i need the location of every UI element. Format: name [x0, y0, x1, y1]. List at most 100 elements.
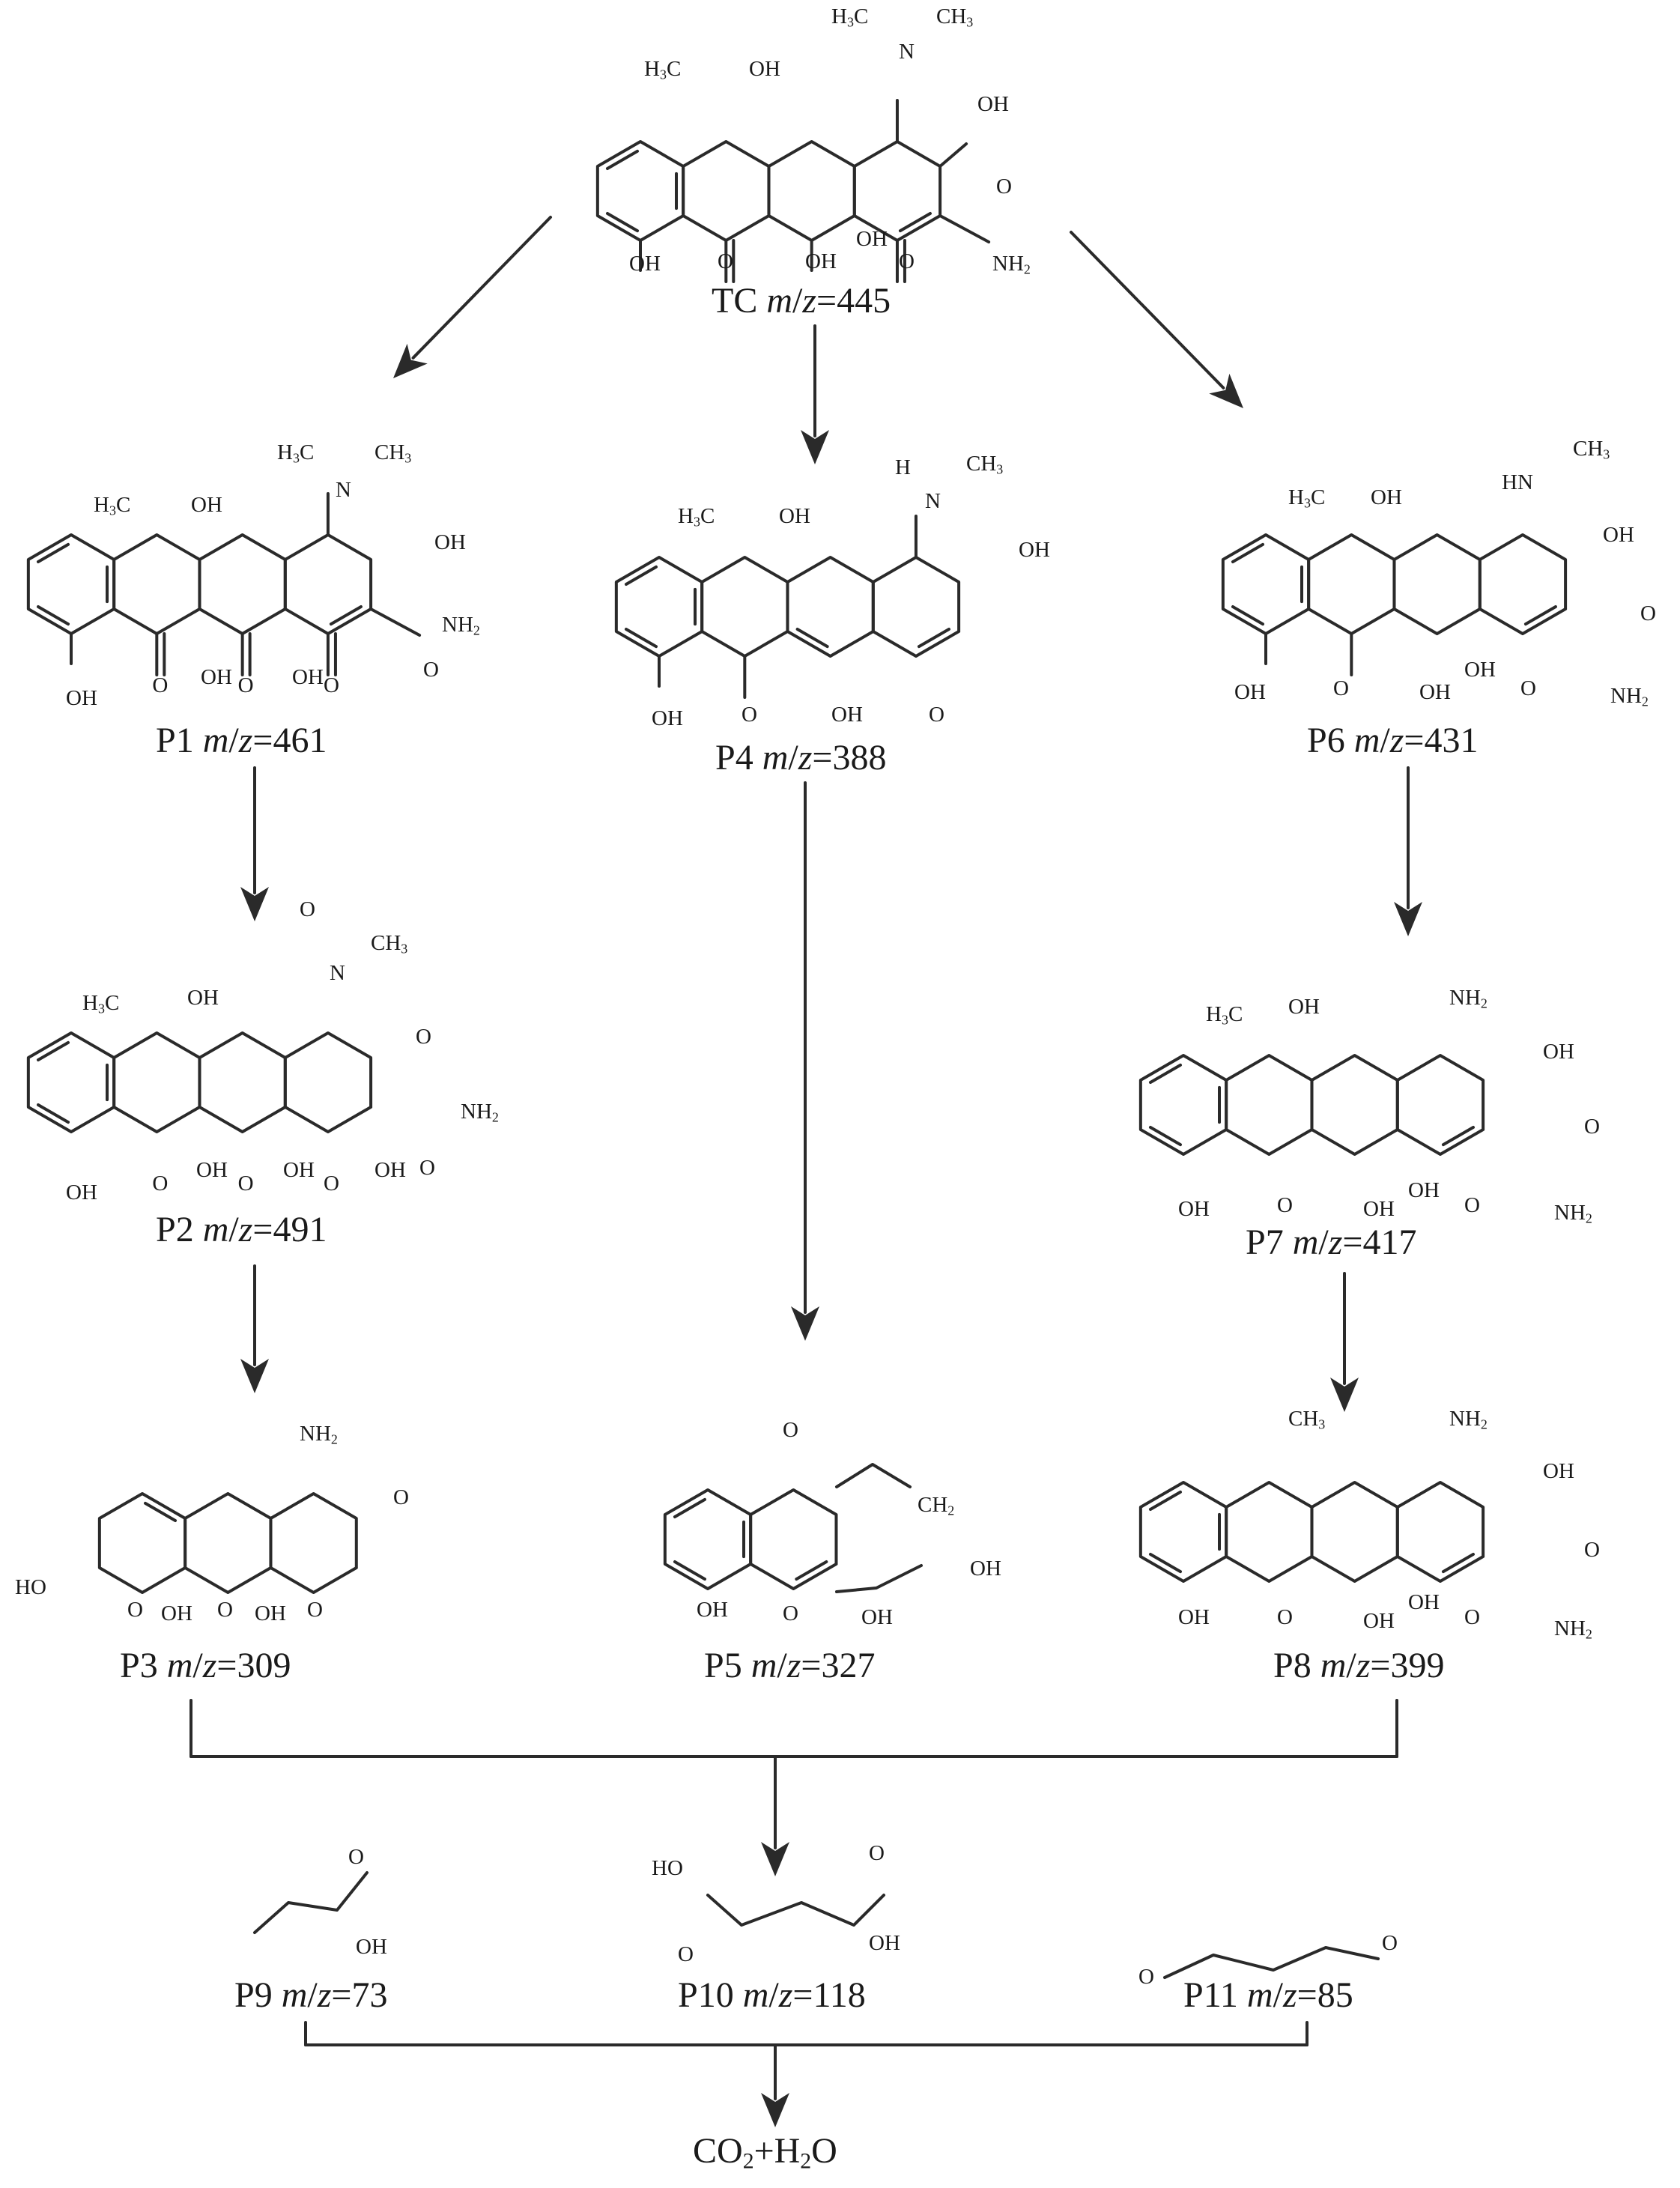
atom-text: OH	[856, 227, 888, 251]
p10-chain	[706, 1894, 885, 1927]
p1-amide-bond	[369, 607, 422, 637]
p6-oh-5: OH	[1371, 487, 1402, 509]
atom-text: 3	[846, 14, 854, 30]
label-p10: P10 m/z=118	[678, 1975, 866, 2015]
atom-text: NH	[461, 1100, 492, 1124]
tc-ring-2	[682, 140, 771, 242]
p3-ring-1-double	[144, 1501, 178, 1522]
atom-text: OH	[356, 1935, 387, 1959]
tc-amide-bond	[938, 214, 991, 243]
p5-o-2: O	[783, 1603, 798, 1625]
atom-text: O	[869, 1841, 885, 1865]
atom-text: O	[323, 673, 339, 697]
atom-text: O	[1382, 1931, 1398, 1955]
atom-text: O	[127, 1598, 143, 1622]
p5-ch2: CH2	[918, 1494, 955, 1518]
atom-text: O	[783, 1601, 798, 1625]
atom-text: 3	[109, 503, 116, 518]
p7-oh-4: OH	[1543, 1041, 1574, 1063]
atom-text: OH	[970, 1557, 1001, 1581]
p5-ring-1-double	[673, 1560, 706, 1581]
atom-text: 2	[947, 1503, 955, 1518]
atom-text: OH	[1543, 1040, 1574, 1064]
p4-ring-4-double	[917, 628, 950, 649]
p3-oh-2: OH	[255, 1603, 286, 1625]
p3-ring-3	[269, 1492, 358, 1594]
tc-oh-5: OH	[749, 58, 780, 80]
p7-ring-4-double	[1441, 1126, 1475, 1147]
tc-oh-3: OH	[856, 228, 888, 250]
p5-oh-3: OH	[861, 1607, 893, 1628]
atom-text: OH	[779, 504, 810, 528]
p8-ring-1	[1138, 1481, 1228, 1583]
atom-text: NH	[300, 1422, 331, 1446]
p7-ring-4	[1395, 1054, 1485, 1156]
atom-text: O	[416, 1025, 431, 1049]
p3-o-3: O	[307, 1599, 323, 1621]
p8-oh-4: OH	[1543, 1461, 1574, 1482]
tc-h3c-2: H3C	[644, 58, 681, 82]
tc-ring-4	[852, 140, 942, 242]
p1-n: N	[336, 479, 351, 501]
p3-ring-1	[97, 1492, 187, 1594]
p2-ring-1	[26, 1031, 116, 1133]
p6-o-3: O	[1640, 603, 1656, 625]
atom-text: NH	[1449, 986, 1481, 1010]
p2-o-formyl: O	[300, 899, 315, 921]
atom-text: OH	[1543, 1459, 1574, 1483]
p11-o-2: O	[1382, 1933, 1398, 1954]
atom-text: OH	[201, 665, 232, 689]
arrow-p2-p3-head	[240, 1359, 269, 1393]
p8-oh-3: OH	[1408, 1592, 1440, 1613]
p4-oh-3: OH	[1019, 539, 1050, 561]
p4-h3c: H3C	[678, 506, 715, 529]
p4-ring-1-double	[624, 628, 658, 649]
atom-text: 2	[1641, 694, 1649, 709]
arrow-tc-p4-head	[801, 430, 829, 464]
p1-oh-5: OH	[191, 494, 222, 516]
p6-ring-4	[1478, 533, 1568, 635]
arrow-p1-p2-head	[240, 887, 269, 921]
p8-ring-4-double	[1441, 1553, 1475, 1574]
atom-text: C	[1228, 1002, 1243, 1026]
p6-ring-1-double	[1231, 542, 1264, 563]
p4-ring-3-double	[795, 628, 829, 649]
atom-text: O	[323, 1172, 339, 1195]
tc-n: N	[899, 41, 915, 63]
atom-text: CH	[966, 452, 997, 476]
p6-ring-2	[1307, 533, 1396, 635]
atom-text: C	[104, 991, 120, 1015]
atom-text: OH	[697, 1598, 728, 1622]
atom-text: NH	[1610, 684, 1642, 708]
p3-oh-1: OH	[161, 1603, 192, 1625]
tc-oh-1: OH	[629, 253, 661, 275]
p2-o-ketone: O	[416, 1026, 431, 1048]
label-final-products: CO2+H2O	[693, 2131, 837, 2174]
p2-o: O	[152, 1173, 168, 1195]
atom-text: O	[152, 1172, 169, 1195]
p1-ring-1	[26, 533, 116, 635]
tc-ring-1-double	[605, 149, 639, 170]
atom-text: H	[82, 991, 98, 1015]
arrow-tc-p1-shaft	[411, 216, 552, 360]
p10-o-1: O	[678, 1944, 694, 1966]
p7-oh-3: OH	[1408, 1180, 1440, 1201]
p8-nh2: NH2	[1554, 1618, 1592, 1641]
atom-text: OH	[1363, 1609, 1395, 1633]
p1-h3c: H3C	[277, 442, 314, 465]
p4-o-1: O	[742, 704, 757, 726]
label-p6: P6 m/z=431	[1307, 721, 1479, 760]
atom-text: OH	[1019, 538, 1050, 562]
p6-ring-1	[1221, 533, 1311, 635]
p2-oh-3: OH	[283, 1160, 315, 1181]
atom-text: NH	[442, 613, 473, 637]
p7-nh2-2: NH2	[1449, 987, 1488, 1010]
atom-text: OH	[1408, 1178, 1440, 1202]
p6-oh-3: OH	[1464, 659, 1496, 681]
p1-ring-1-double	[36, 542, 70, 563]
atom-text: CH	[1288, 1407, 1319, 1431]
atom-text: 3	[966, 14, 974, 30]
atom-text: 2	[1480, 1416, 1488, 1432]
p7-oh-5: OH	[1288, 996, 1320, 1018]
atom-text: 3	[1221, 1012, 1228, 1028]
